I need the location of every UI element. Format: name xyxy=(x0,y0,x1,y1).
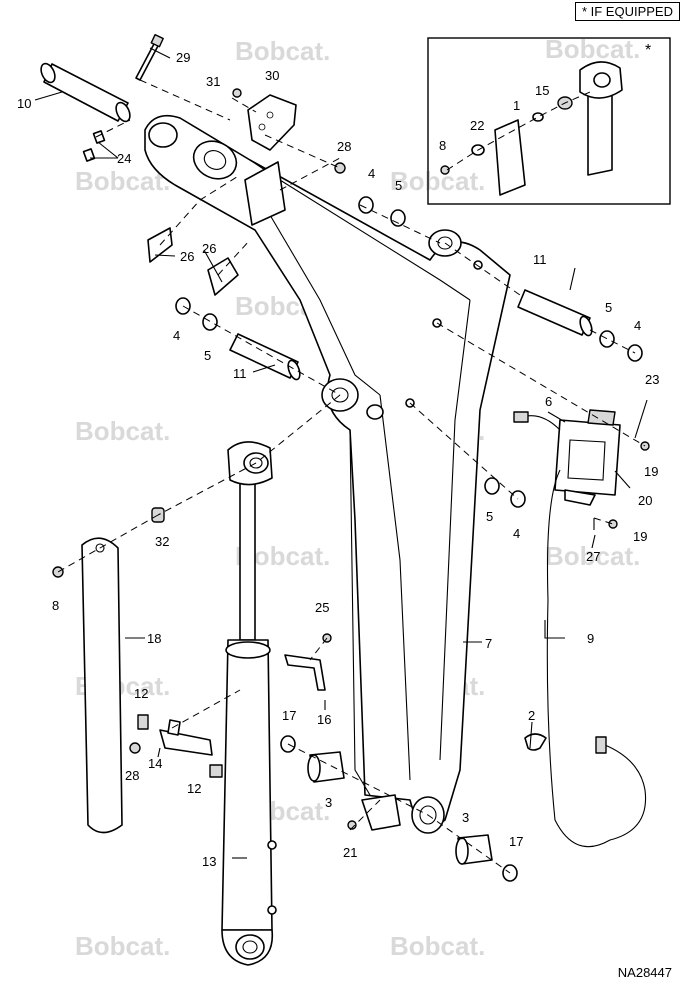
callout-19: 19 xyxy=(633,529,647,544)
watermark-text: Bobcat. xyxy=(390,166,485,196)
bushing-3 xyxy=(455,834,493,865)
clamp-16 xyxy=(284,654,326,691)
cylinder-13 xyxy=(221,441,277,966)
callout-12: 12 xyxy=(187,781,201,796)
watermark-text: Bobcat. xyxy=(390,931,485,961)
ring-4 xyxy=(358,196,374,214)
pin-10 xyxy=(40,62,131,123)
drawing-code: NA28447 xyxy=(617,965,672,980)
callout-24: 24 xyxy=(117,151,131,166)
callout-26: 26 xyxy=(202,241,216,256)
callout-17: 17 xyxy=(282,708,296,723)
nut-28 xyxy=(334,162,346,174)
callout-4: 4 xyxy=(173,328,180,343)
callout-2: 2 xyxy=(528,708,535,723)
bushing-3 xyxy=(307,751,345,783)
sensor-20 xyxy=(554,409,621,506)
harness-9 xyxy=(546,469,647,848)
callout-5: 5 xyxy=(605,300,612,315)
callout-27: 27 xyxy=(586,549,600,564)
ring-5 xyxy=(202,313,218,331)
inset-panel: * xyxy=(427,37,671,205)
callout-4: 4 xyxy=(368,166,375,181)
legend-text: IF EQUIPPED xyxy=(590,4,673,19)
callout-5: 5 xyxy=(204,348,211,363)
callout-labels: 1 2 3 3 4 4 4 4 5 5 5 5 6 7 8 8 9 10 11 … xyxy=(17,50,659,869)
callout-25: 25 xyxy=(315,600,329,615)
callout-26: 26 xyxy=(180,249,194,264)
callout-21: 21 xyxy=(343,845,357,860)
ring-5 xyxy=(484,477,500,495)
callout-5: 5 xyxy=(395,178,402,193)
callout-20: 20 xyxy=(638,493,652,508)
connector-9 xyxy=(595,736,607,754)
callout-19: 19 xyxy=(644,464,658,479)
callout-31: 31 xyxy=(206,74,220,89)
callout-4: 4 xyxy=(634,318,641,333)
callout-15: 15 xyxy=(535,83,549,98)
callout-18: 18 xyxy=(147,631,161,646)
callout-28: 28 xyxy=(125,768,139,783)
if-equipped-legend: * IF EQUIPPED xyxy=(574,2,680,21)
watermark-text: Bobcat. xyxy=(235,36,330,66)
callout-10: 10 xyxy=(17,96,31,111)
assembly-lines xyxy=(57,79,646,874)
plate-30 xyxy=(232,88,297,151)
callout-6: 6 xyxy=(545,394,552,409)
watermark-text: Bobcat. xyxy=(545,34,640,64)
leader-lines xyxy=(34,47,631,859)
callout-29: 29 xyxy=(176,50,190,65)
bolt-31 xyxy=(232,88,242,98)
callout-3: 3 xyxy=(462,810,469,825)
watermark-text: Bobcat. xyxy=(75,416,170,446)
ring-5 xyxy=(390,209,406,227)
callout-8: 8 xyxy=(439,138,446,153)
watermark-layer: Bobcat. Bobcat. Bobcat. Bobcat. Bobcat. … xyxy=(75,34,640,961)
cap-2 xyxy=(524,733,547,751)
inset-bracket xyxy=(494,119,526,196)
strap-18 xyxy=(81,537,123,834)
callout-5: 5 xyxy=(486,509,493,524)
pad-12 xyxy=(209,764,223,778)
callout-9: 9 xyxy=(587,631,594,646)
callout-17: 17 xyxy=(509,834,523,849)
callout-1: 1 xyxy=(513,98,520,113)
fitting-21 xyxy=(347,820,357,830)
callout-12: 12 xyxy=(134,686,148,701)
callout-14: 14 xyxy=(148,756,162,771)
pin-23 xyxy=(634,399,648,439)
bolt-29 xyxy=(135,33,164,81)
pad-12 xyxy=(137,714,149,730)
callout-23: 23 xyxy=(645,372,659,387)
callout-16: 16 xyxy=(317,712,331,727)
inset-bolt-8 xyxy=(440,165,450,175)
callout-4: 4 xyxy=(513,526,520,541)
legend-asterisk: * xyxy=(581,4,588,19)
pin-11 xyxy=(229,333,301,381)
callout-3: 3 xyxy=(325,795,332,810)
callout-30: 30 xyxy=(265,68,279,83)
callout-22: 22 xyxy=(470,118,484,133)
nut-28 xyxy=(129,742,141,754)
connector-6 xyxy=(513,411,529,423)
pin-11 xyxy=(517,289,593,337)
boom-7 xyxy=(144,114,511,834)
callout-8: 8 xyxy=(52,598,59,613)
callout-13: 13 xyxy=(202,854,216,869)
bracket-14 xyxy=(159,719,213,756)
inset-washer-1 xyxy=(532,112,544,122)
pin-24 xyxy=(82,130,106,162)
callout-28: 28 xyxy=(337,139,351,154)
callout-32: 32 xyxy=(155,534,169,549)
callout-11: 11 xyxy=(533,252,547,267)
callout-11: 11 xyxy=(233,366,247,381)
ring-5 xyxy=(599,330,615,348)
inset-asterisk: * xyxy=(645,42,651,59)
watermark-text: Bobcat. xyxy=(75,931,170,961)
watermark-text: Bobcat. xyxy=(75,166,170,196)
callout-7: 7 xyxy=(485,636,492,651)
bolt-8 xyxy=(52,566,64,578)
bolt-19 xyxy=(608,519,618,529)
